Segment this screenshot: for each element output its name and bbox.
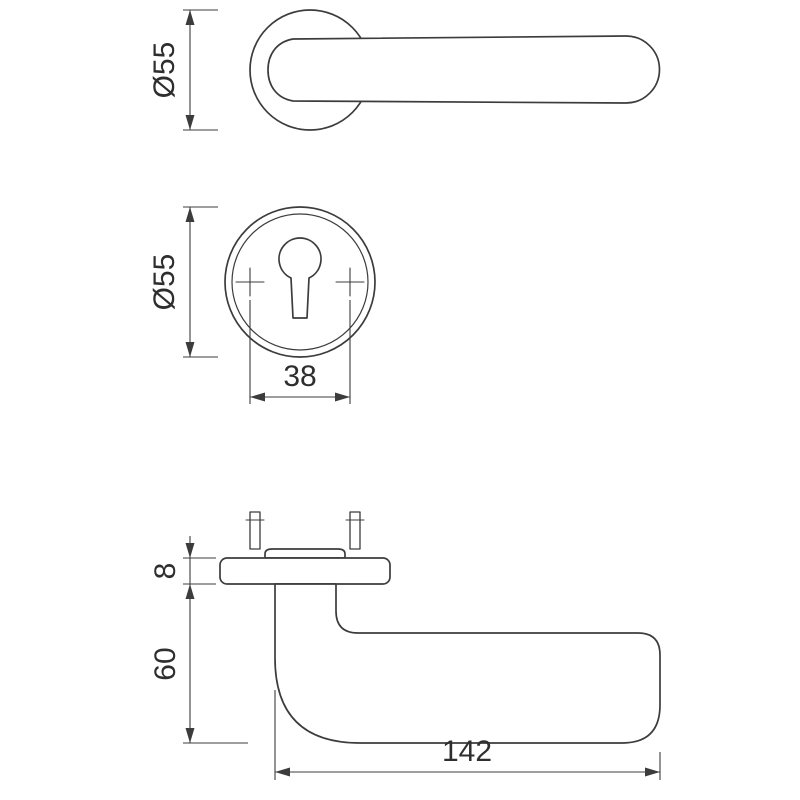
- dimension-label-length: 142: [442, 735, 492, 768]
- fixing-stud-left: [245, 511, 265, 550]
- view-lever-front: Ø55: [148, 9, 661, 131]
- screw-cross-right: [335, 267, 365, 297]
- arrowhead-up: [185, 207, 195, 222]
- arrowhead-down: [185, 342, 195, 357]
- rose-inner-circle: [231, 213, 369, 351]
- lever-outline: [267, 35, 661, 104]
- screw-cross-left: [235, 267, 265, 297]
- dimension-label-diameter: Ø55: [148, 42, 181, 99]
- rose-outer-circle: [224, 206, 376, 358]
- dimension-overall-length: 142: [274, 690, 661, 780]
- arrowhead-up: [185, 10, 195, 25]
- fixing-stud-right: [345, 511, 365, 550]
- dimension-lever-rose-diameter: Ø55: [148, 9, 218, 131]
- dimension-label-diameter: Ø55: [148, 254, 181, 311]
- arrowhead-up-to-plate-bottom: [185, 584, 195, 599]
- spindle-boss: [264, 548, 346, 559]
- view-lever-side: 8 60 142: [149, 511, 661, 780]
- arrowhead-right: [335, 392, 350, 402]
- dimension-label-spacing: 38: [283, 360, 316, 393]
- arrowhead-down-to-plate-top: [185, 543, 195, 558]
- arrowhead-right: [645, 767, 660, 777]
- dimension-label-thickness: 8: [149, 563, 182, 580]
- rose-plate-side: [219, 557, 391, 585]
- dimension-label-projection: 60: [149, 647, 182, 680]
- arrowhead-left: [275, 767, 290, 777]
- dimension-rose-diameter: Ø55: [148, 206, 218, 358]
- arrowhead-down: [185, 115, 195, 130]
- view-rose-front: Ø55 38: [148, 206, 376, 404]
- dimension-screw-spacing: 38: [249, 300, 351, 404]
- dimension-thickness-and-projection: 8 60: [149, 536, 248, 744]
- euro-cylinder-keyhole: [278, 237, 322, 319]
- arrowhead-down-grip-bottom: [185, 728, 195, 743]
- arrowhead-left: [250, 392, 265, 402]
- handle-side-profile: [274, 583, 661, 744]
